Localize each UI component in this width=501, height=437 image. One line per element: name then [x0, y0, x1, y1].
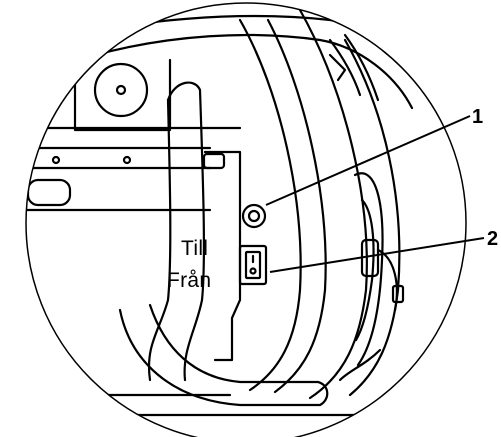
slot-left	[26, 178, 72, 207]
power-switch-rocker	[244, 250, 262, 280]
handle-bottom-outer	[118, 303, 329, 407]
wheel-bolt	[391, 284, 405, 304]
control-panel	[203, 150, 242, 362]
callout-1-number: 1	[472, 106, 484, 128]
right-leg-outer	[353, 172, 384, 367]
detail-circle	[25, 2, 467, 437]
body-curve-3	[298, 8, 368, 400]
label-off: Från	[167, 269, 212, 292]
vent-groove-1	[328, 38, 362, 97]
callout-line-2	[269, 237, 485, 273]
connector-socket-outer	[241, 203, 267, 229]
housing-top-curve-inner	[93, 33, 414, 110]
knob-inner	[115, 84, 127, 96]
vent-groove-3	[328, 53, 347, 82]
connector-socket-inner	[247, 209, 261, 223]
knob-outer	[93, 62, 149, 118]
handle-tube-left-edge	[147, 98, 172, 382]
body-curve-1	[238, 18, 302, 392]
rail-rivet-2	[122, 155, 132, 165]
right-leg-foot	[338, 348, 382, 382]
right-leg-inner	[354, 198, 375, 342]
body-curve-4	[343, 38, 401, 397]
power-switch-off-mark	[249, 267, 257, 275]
callout-line-1	[265, 115, 471, 206]
callout-2-number: 2	[487, 228, 499, 250]
rail-rivet-1	[51, 155, 61, 165]
body-curve-2	[266, 18, 327, 394]
handle-tube-right-edge	[183, 88, 206, 382]
vent-groove-2	[343, 33, 380, 102]
power-switch-housing	[238, 244, 268, 286]
label-on: Till	[181, 237, 209, 260]
handle-tube-cap	[166, 81, 202, 102]
panel-slot	[202, 152, 226, 170]
